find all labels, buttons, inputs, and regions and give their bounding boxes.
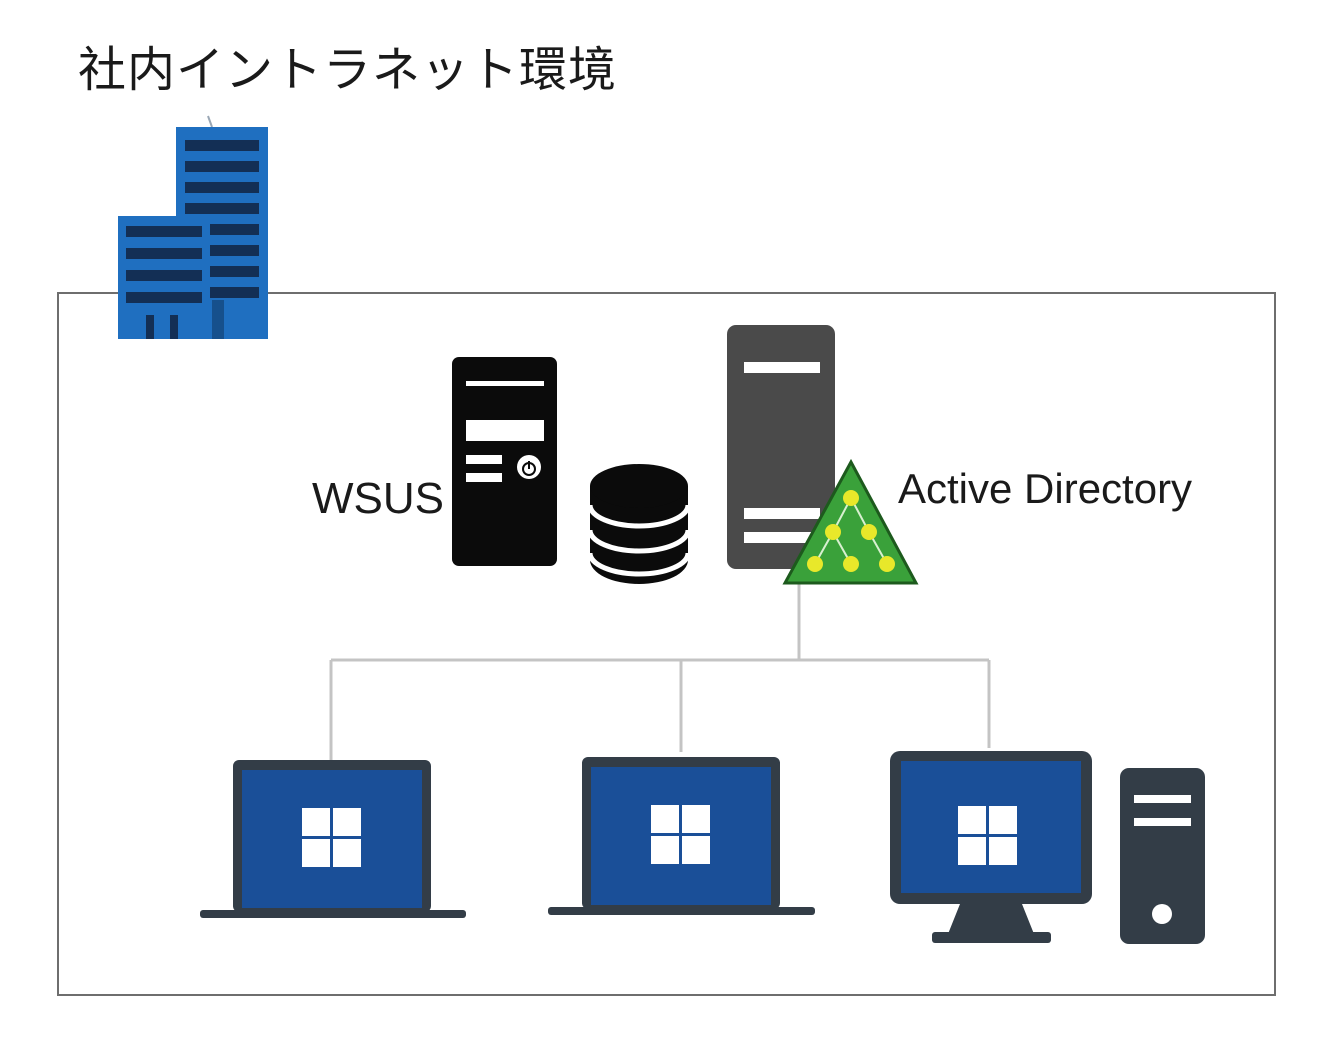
pc-tower-icon: [1120, 768, 1205, 944]
network-connectors: [329, 583, 991, 760]
laptop-icon: [200, 760, 466, 918]
database-icon: [587, 464, 691, 584]
diagram-title: 社内イントラネット環境: [78, 42, 618, 98]
laptop-icon: [548, 757, 815, 915]
intranet-boundary: [57, 292, 1276, 996]
windows-logo-icon: [958, 806, 1017, 865]
wsus-label: WSUS: [312, 474, 444, 523]
active-directory-label: Active Directory: [898, 465, 1193, 512]
windows-logo-icon: [302, 808, 361, 867]
rack-server-icon: [727, 325, 835, 569]
windows-logo-icon: [651, 805, 710, 864]
office-building-icon: [118, 115, 268, 339]
tower-server-icon: [452, 357, 557, 566]
directory-tree-icon: [782, 458, 919, 585]
desktop-monitor-icon: [890, 751, 1092, 943]
